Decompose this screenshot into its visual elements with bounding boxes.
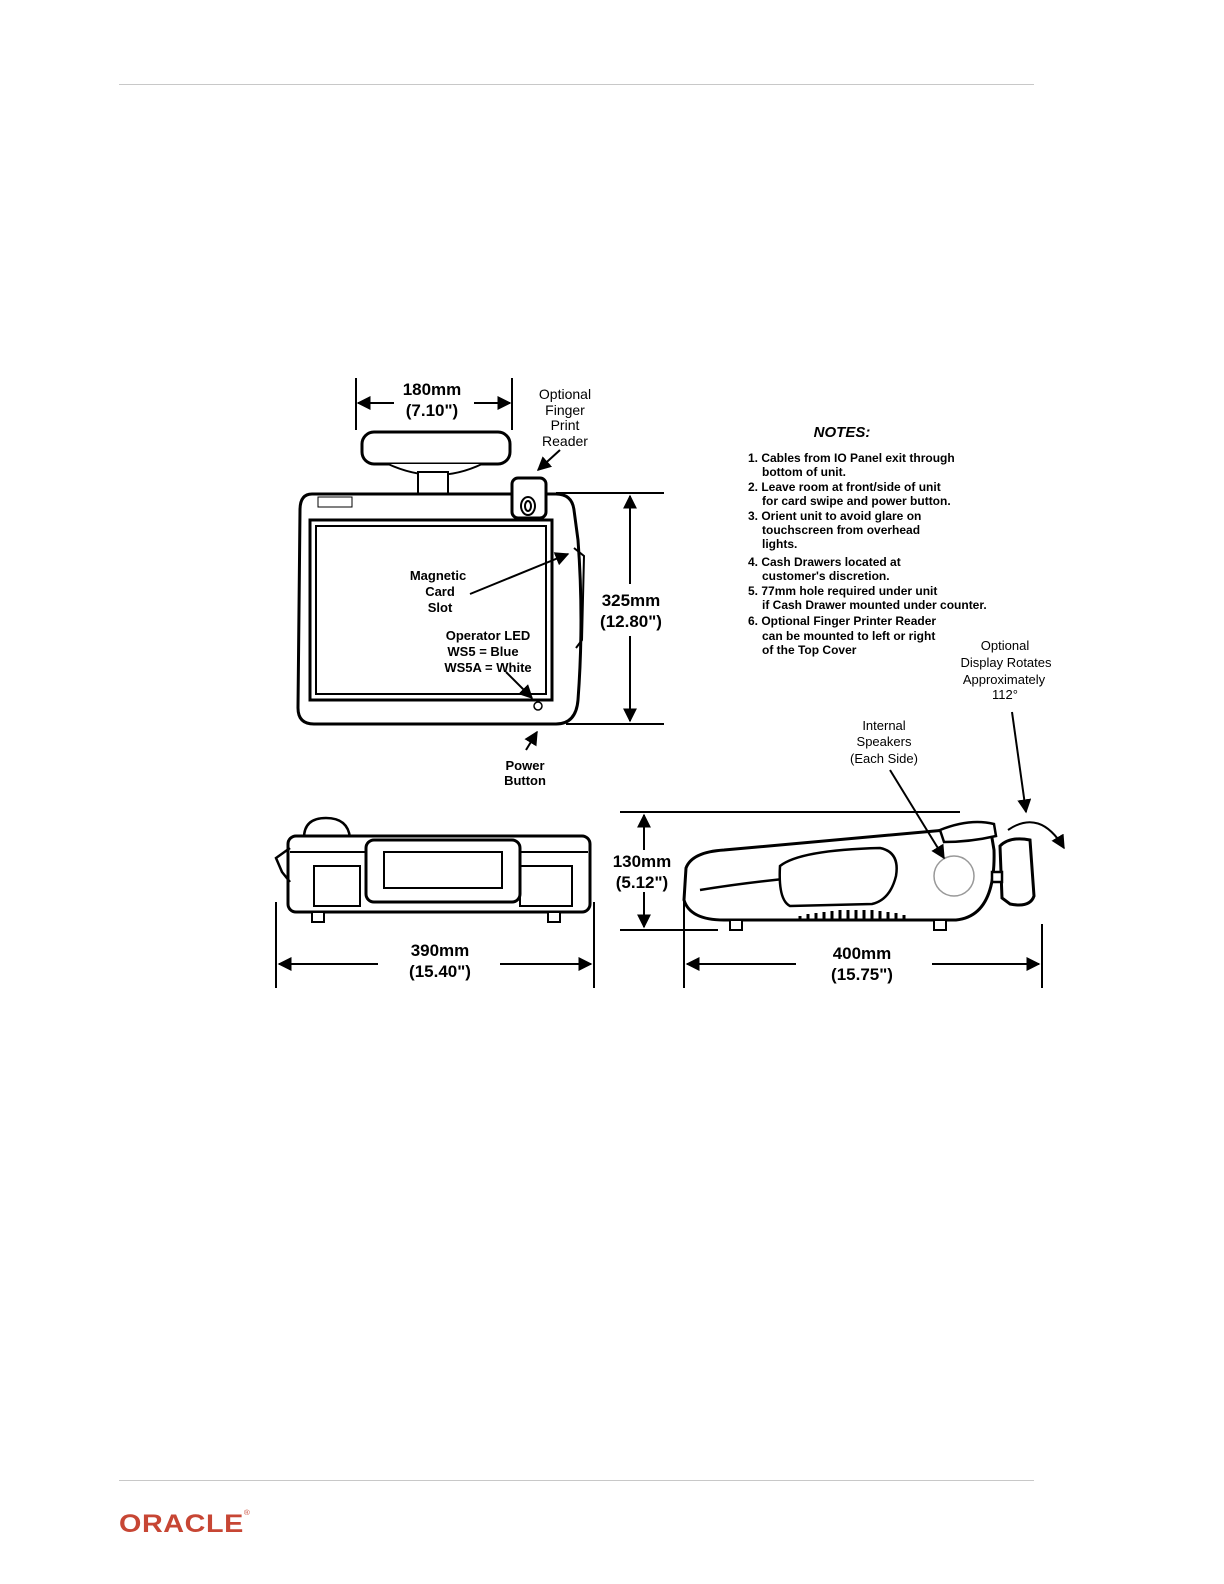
bottom-vents bbox=[798, 910, 906, 920]
front-view bbox=[274, 816, 592, 923]
led-label-2: WS5 = Blue bbox=[447, 644, 518, 659]
top-width-in: (7.10") bbox=[406, 401, 458, 420]
front-customer-display bbox=[364, 838, 522, 904]
internal-speaker bbox=[933, 855, 975, 897]
mag-card-label-3: Slot bbox=[428, 600, 453, 615]
height-in: (12.80") bbox=[600, 612, 662, 631]
fpr-label-2: Finger bbox=[545, 402, 585, 418]
rotate-label-2: Display Rotates bbox=[960, 655, 1052, 670]
front-height-mm: 130mm bbox=[613, 852, 672, 871]
speakers-label-1: Internal bbox=[862, 718, 905, 733]
side-display-head bbox=[998, 837, 1036, 907]
magnetic-card-slot bbox=[573, 547, 586, 649]
rotate-label-4: 112° bbox=[992, 687, 1018, 702]
note-line: 5. 77mm hole required under unit bbox=[748, 584, 937, 598]
depth-mm: 400mm bbox=[833, 944, 892, 963]
note-line: 3. Orient unit to avoid glare on bbox=[748, 509, 921, 523]
side-view bbox=[682, 820, 1065, 931]
front-width-in: (15.40") bbox=[409, 962, 471, 981]
rotation-arrow bbox=[1007, 821, 1065, 850]
note-line: for card swipe and power button. bbox=[762, 494, 951, 508]
fpr-label-4: Reader bbox=[542, 433, 588, 449]
height-mm: 325mm bbox=[602, 591, 661, 610]
front-view-dimensions bbox=[275, 902, 595, 988]
rotate-label-1: Optional bbox=[981, 638, 1030, 653]
front-display-knob bbox=[302, 816, 352, 840]
power-button bbox=[533, 701, 543, 711]
power-label-2: Button bbox=[504, 773, 546, 788]
touchscreen-inner bbox=[315, 525, 547, 695]
top-view bbox=[296, 430, 586, 726]
customer-display-head bbox=[360, 430, 512, 466]
note-line: touchscreen from overhead bbox=[762, 523, 920, 537]
notes-title: NOTES: bbox=[814, 424, 871, 441]
trademark-symbol: ® bbox=[243, 1510, 251, 1517]
note-line: if Cash Drawer mounted under counter. bbox=[762, 598, 987, 612]
fpr-label-3: Print bbox=[551, 417, 580, 433]
oracle-logo-text: ORACLE bbox=[119, 1510, 244, 1538]
side-view-dimensions bbox=[620, 711, 1043, 988]
side-handgrip bbox=[778, 846, 898, 908]
front-height-in: (5.12") bbox=[616, 873, 668, 892]
speakers-label-2: Speakers bbox=[857, 734, 912, 749]
mag-card-label-2: Card bbox=[425, 584, 455, 599]
touchscreen-outer bbox=[308, 518, 554, 702]
mag-card-label-1: Magnetic bbox=[410, 568, 466, 583]
note-line: bottom of unit. bbox=[762, 465, 846, 479]
note-line: can be mounted to left or right bbox=[762, 629, 935, 643]
power-label-1: Power bbox=[505, 758, 544, 773]
note-line: lights. bbox=[762, 537, 797, 551]
note-line: of the Top Cover bbox=[762, 643, 857, 657]
note-line: customer's discretion. bbox=[762, 569, 890, 583]
note-line: 1. Cables from IO Panel exit through bbox=[748, 451, 955, 465]
note-line: 2. Leave room at front/side of unit bbox=[748, 480, 941, 494]
oracle-logo: ORACLE® bbox=[119, 1510, 250, 1539]
top-view-dimensions bbox=[355, 378, 664, 751]
fpr-label-1: Optional bbox=[539, 386, 591, 402]
led-label-3: WS5A = White bbox=[444, 660, 531, 675]
speakers-label-3: (Each Side) bbox=[850, 751, 918, 766]
depth-in: (15.75") bbox=[831, 965, 893, 984]
notes-list: 1. Cables from IO Panel exit through bot… bbox=[748, 451, 987, 657]
footer-rule bbox=[119, 1480, 1034, 1481]
top-width-mm: 180mm bbox=[403, 380, 462, 399]
header-rule bbox=[119, 84, 1034, 85]
front-width-mm: 390mm bbox=[411, 941, 470, 960]
workstation-body-top bbox=[296, 492, 583, 726]
rotate-label-3: Approximately bbox=[963, 672, 1046, 687]
note-line: 6. Optional Finger Printer Reader bbox=[748, 614, 936, 628]
note-line: 4. Cash Drawers located at bbox=[748, 555, 901, 569]
led-label-1: Operator LED bbox=[446, 628, 531, 643]
